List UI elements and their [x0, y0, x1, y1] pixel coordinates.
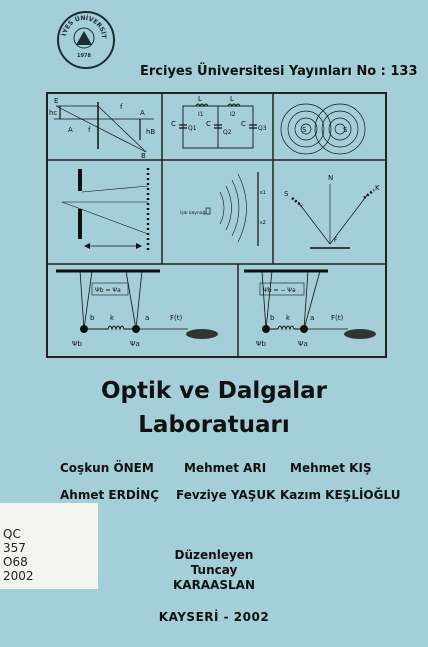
- pendulum1-label-psib: Ψb: [72, 340, 83, 348]
- author-3: Mehmet KIŞ: [290, 461, 372, 475]
- wave-label-s2: s2: [260, 220, 266, 226]
- lens-label-A1: A: [68, 126, 73, 134]
- diagram-grid: E hc A f f A hB B L: [46, 92, 387, 358]
- pendulum2-label-psib: Ψb: [256, 340, 267, 348]
- lens-label-f1: f: [88, 126, 91, 134]
- pendulum-diagram-1: Ψb = Ψa b k a F(t) Ψb Ψa: [56, 269, 218, 348]
- call-number-line3: O68: [3, 555, 28, 569]
- lens-label-A2: A: [140, 109, 145, 117]
- call-number-line1: QC: [3, 527, 21, 541]
- editor-last-name: KARAASLAN: [172, 578, 256, 592]
- pendulum1-label-psia: Ψa: [130, 340, 140, 348]
- interference-label-S1: S: [302, 126, 307, 134]
- author-4: Ahmet ERDİNÇ: [60, 488, 160, 502]
- interference-label-S2: S: [343, 126, 348, 134]
- reflection-label-S: S: [284, 190, 289, 198]
- wave-label-s1: s1: [260, 190, 266, 196]
- publisher-line: Erciyes Üniversitesi Yayınları No : 133: [140, 64, 418, 79]
- pendulum-diagram-2: Ψb = − Ψa b k a F(t) Ψb Ψa: [244, 269, 376, 348]
- pendulum1-label-k: k: [110, 314, 115, 322]
- pendulum2-label-F: F(t): [331, 314, 344, 322]
- lens-label-B: B: [141, 152, 146, 160]
- lens-label-hc: hc: [49, 109, 57, 117]
- lens-label-hB: hB: [146, 128, 155, 136]
- pendulum1-label-b: b: [90, 314, 95, 322]
- pendulum1-equation: Ψb = Ψa: [95, 287, 121, 294]
- pendulum1-label-F: F(t): [170, 314, 183, 322]
- pendulum2-equation: Ψb = − Ψa: [263, 287, 296, 294]
- author-5: Fevziye YAŞUK: [176, 488, 276, 502]
- pendulum2-label-psia: Ψa: [298, 340, 308, 348]
- circuit-diagram: L L C C C I1 I2 Q1 Q2 Q3: [171, 95, 267, 149]
- place-year: KAYSERİ - 2002: [158, 610, 270, 624]
- call-number-line2: 357: [3, 541, 26, 555]
- author-1: Coşkun ÖNEM: [60, 461, 154, 475]
- circuit-label-C3: C: [241, 120, 246, 128]
- reflection-label-K: K: [375, 184, 380, 192]
- editor-label: Düzenleyen: [174, 548, 254, 562]
- author-6: Kazım KEŞLİOĞLU: [280, 488, 401, 502]
- author-2: Mehmet ARI: [184, 461, 267, 475]
- reflection-label-F: F: [334, 237, 338, 244]
- reflection-diagram: S N K F: [284, 174, 380, 249]
- wave-source-label: Işık kaynağı: [180, 209, 207, 216]
- circuit-label-L1: L: [198, 95, 202, 103]
- wavefront-diagram: Işık kaynağı s1 s2: [180, 172, 266, 246]
- circuit-label-I1: I1: [198, 111, 204, 118]
- book-title-line1: Optik ve Dalgalar: [100, 378, 328, 404]
- book-title-line2: Laboratuarı: [138, 412, 290, 438]
- university-seal: ERCİYES ÜNİVERSİTESİ 1978: [57, 11, 115, 69]
- lens-diagram: E hc A f f A hB B: [49, 97, 155, 160]
- grating-diagram: [61, 168, 150, 252]
- call-number-line4: 2002: [3, 569, 34, 583]
- circuit-label-C2: C: [206, 120, 211, 128]
- lens-label-E: E: [54, 97, 58, 105]
- circuit-label-L2: L: [230, 95, 234, 103]
- interference-diagram: [280, 103, 366, 155]
- pendulum2-label-a: a: [310, 314, 314, 322]
- pendulum1-label-a: a: [145, 314, 149, 322]
- editor-first-name: Tuncay: [190, 563, 238, 577]
- circuit-label-Q2: Q2: [223, 129, 232, 136]
- seal-year: 1978: [77, 53, 91, 59]
- circuit-label-Q1: Q1: [188, 125, 197, 132]
- circuit-label-C1: C: [171, 120, 176, 128]
- circuit-label-I2: I2: [230, 111, 236, 118]
- pendulum2-label-b: b: [270, 314, 275, 322]
- pendulum2-label-k: k: [286, 314, 291, 322]
- reflection-label-N: N: [328, 174, 333, 182]
- lens-label-f2: f: [120, 103, 123, 111]
- library-call-number-sticker: QC 357 O68 2002: [0, 503, 98, 589]
- circuit-label-Q3: Q3: [258, 125, 267, 132]
